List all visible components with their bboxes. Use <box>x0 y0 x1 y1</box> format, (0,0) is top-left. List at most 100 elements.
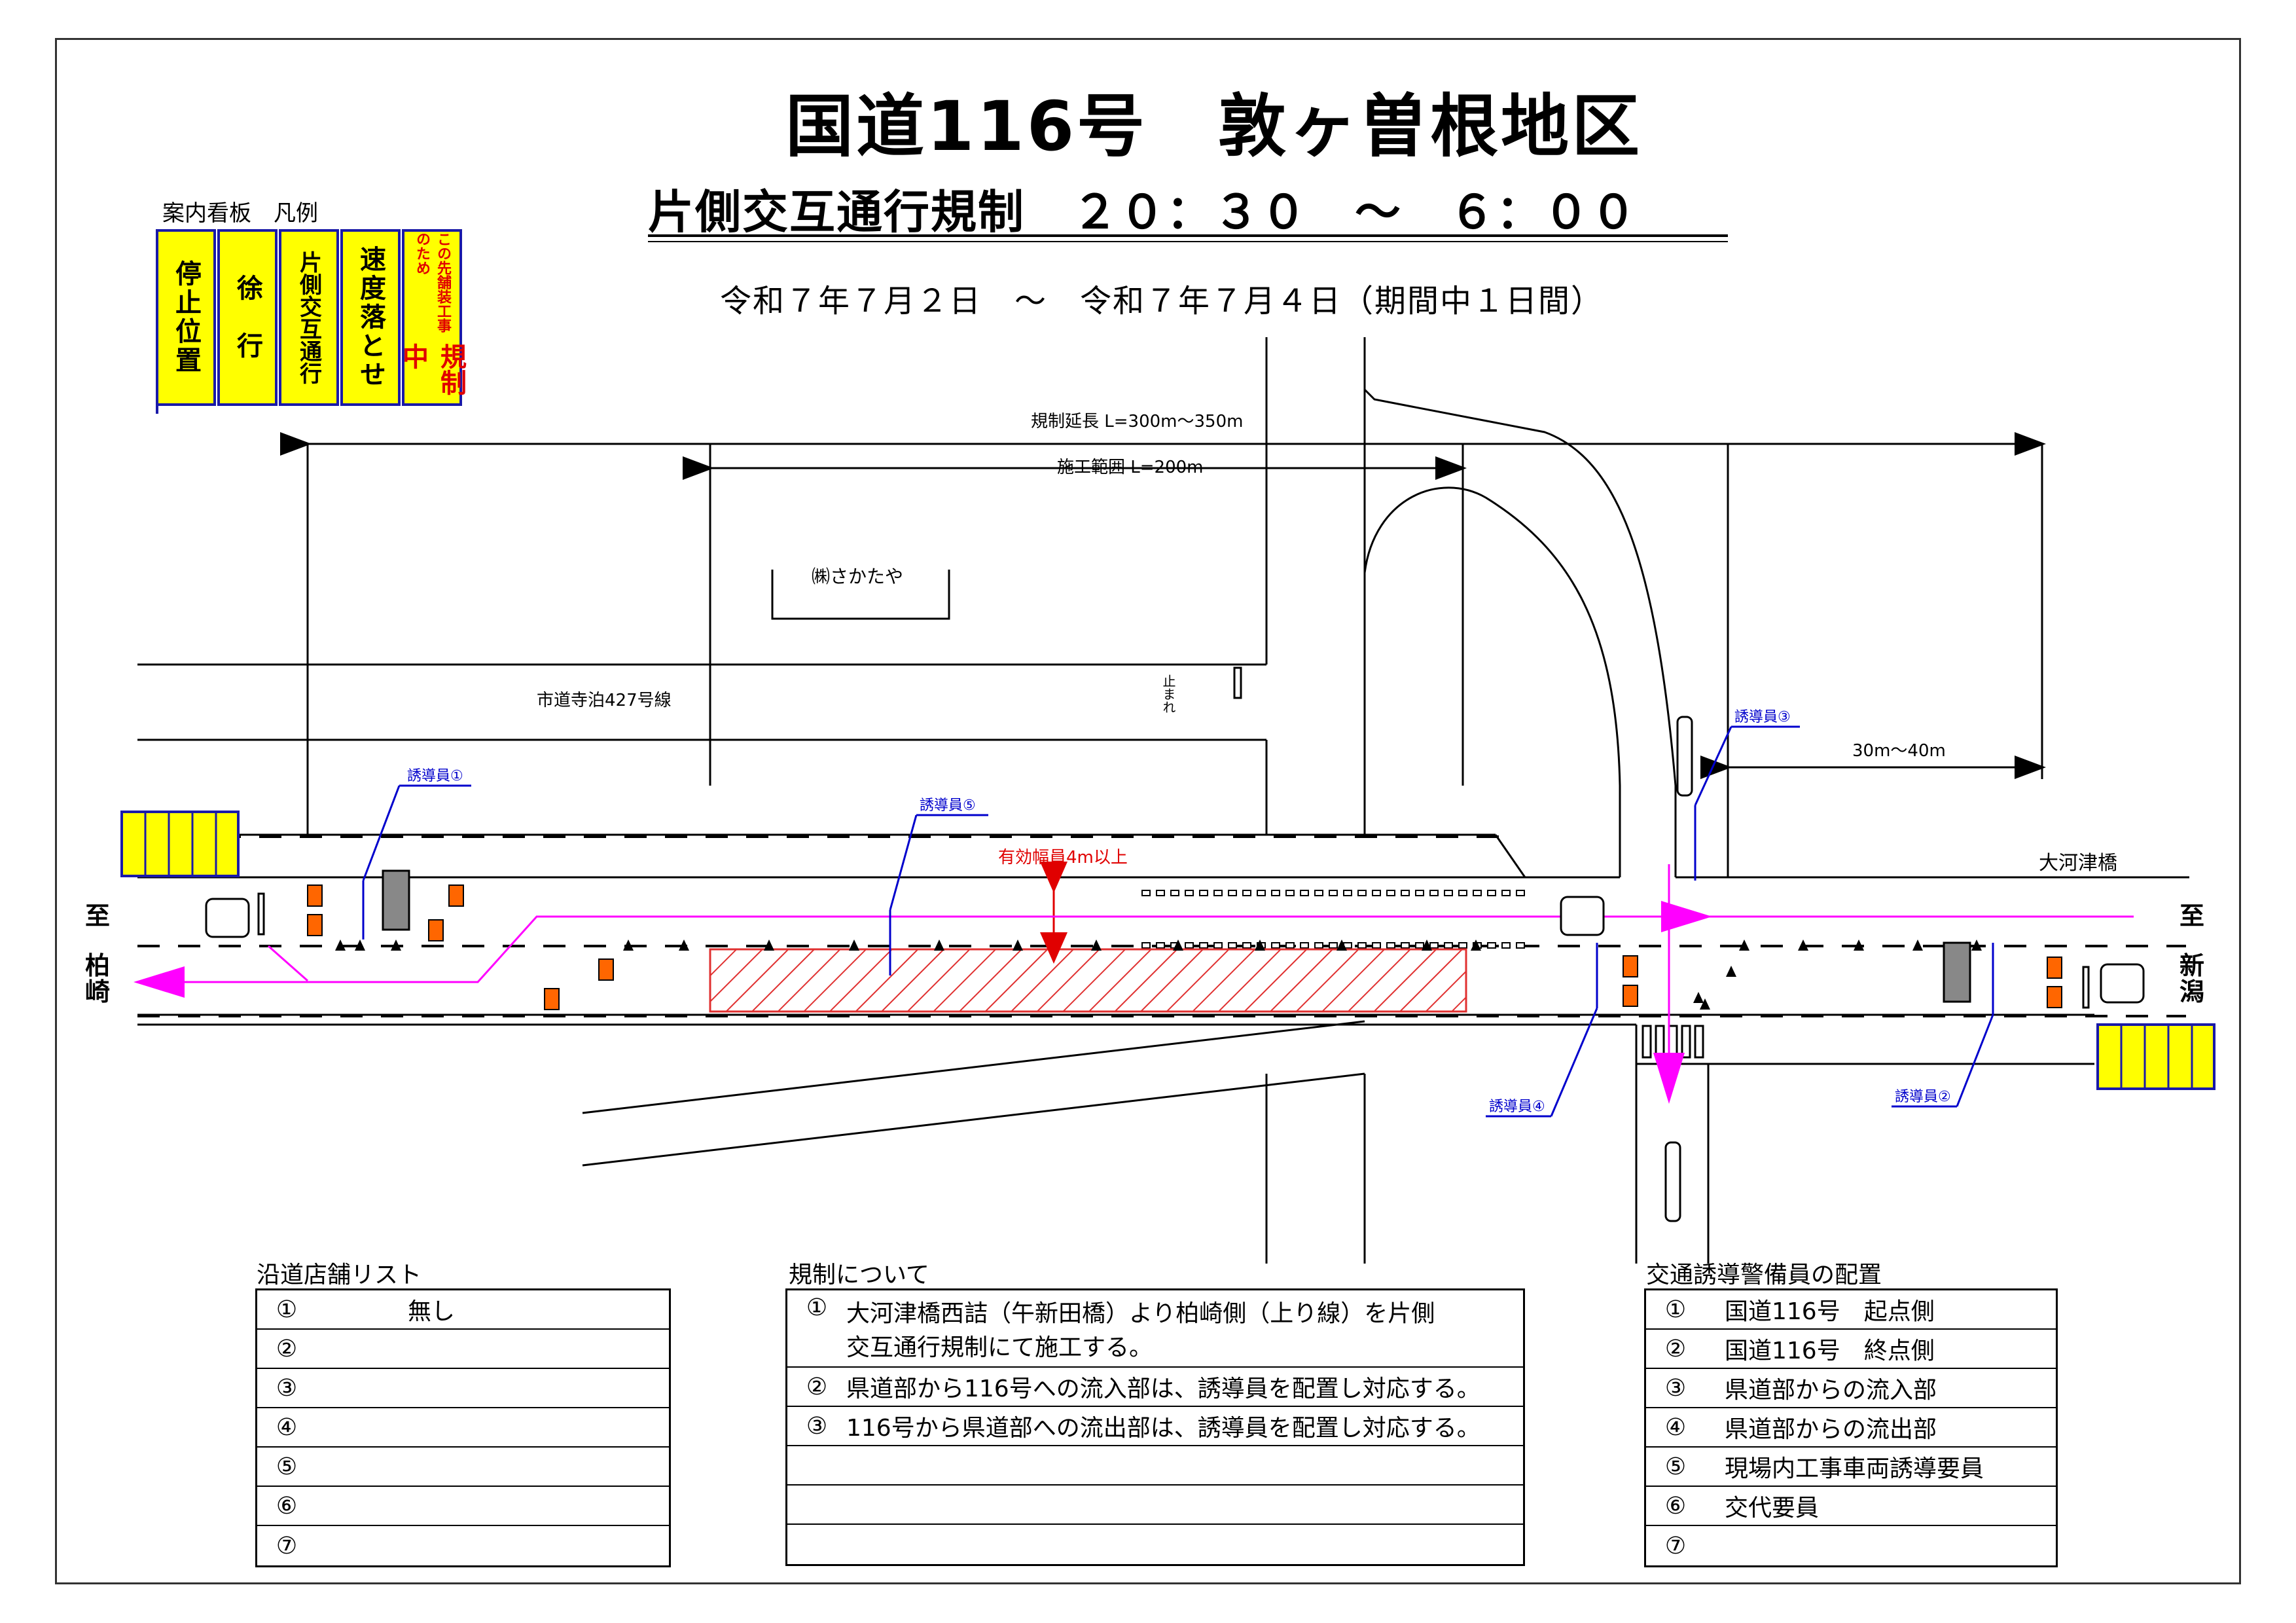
lane-marker <box>1285 890 1295 896</box>
lower-road <box>582 1020 1710 1264</box>
table-row: ⑤ <box>257 1448 669 1487</box>
sign-slow: 徐 行 <box>217 229 278 406</box>
sign-under-regulation: この先舗装工事のため規制中 <box>398 229 466 406</box>
city-road-label: 市道寺泊427号線 <box>537 691 672 710</box>
lane-marker <box>1329 942 1338 949</box>
stores-table-title: 沿道店舗リスト <box>257 1262 422 1288</box>
lane-marker <box>1228 890 1237 896</box>
sign-slow-down: 速度落とせ <box>340 229 401 406</box>
lane-marker <box>1271 890 1280 896</box>
lane-marker <box>1473 890 1482 896</box>
table-row <box>787 1525 1523 1564</box>
lane-marker <box>1429 942 1439 949</box>
stop-marking: 止まれ <box>1160 674 1176 714</box>
traffic-cones <box>335 939 1982 1010</box>
lane-marker <box>1487 942 1496 949</box>
guard-figures <box>362 725 1994 1118</box>
city-road <box>137 337 1366 835</box>
lane-marker <box>1156 890 1165 896</box>
lane-marker <box>1458 890 1467 896</box>
table-row: ⑦ <box>276 1532 298 1559</box>
guard-4-label: 誘導員④ <box>1489 1099 1545 1115</box>
table-row <box>787 1486 1523 1525</box>
effective-width-label: 有効幅員4m以上 <box>998 848 1128 867</box>
guard-3-label: 誘導員③ <box>1734 709 1791 725</box>
lane-marker <box>1386 890 1395 896</box>
lane-marker <box>1185 942 1194 949</box>
bridge-label: 大河津橋 <box>2039 852 2117 875</box>
lane-marker <box>1199 890 1208 896</box>
lane-marker <box>1401 942 1410 949</box>
lane-marker <box>1357 890 1367 896</box>
lane-marker <box>1501 890 1511 896</box>
subtitle-underline <box>648 234 1728 237</box>
lane-marker <box>1170 890 1179 896</box>
lane-marker <box>1213 890 1223 896</box>
road-sign-boards <box>120 811 2215 1090</box>
lane-marker <box>1343 890 1352 896</box>
lane-marker <box>1300 890 1309 896</box>
dest-left-1: 至 <box>85 902 110 930</box>
lane-marker <box>1501 942 1511 949</box>
lane-marker <box>1242 942 1251 949</box>
table-row: ② <box>257 1330 669 1369</box>
distance-label: 30m～40m <box>1852 741 1946 761</box>
lane-marker <box>1487 890 1496 896</box>
lane-squares <box>1141 890 1525 949</box>
sign-warning-big: 規制中 <box>398 342 466 395</box>
lane-marker <box>1415 942 1424 949</box>
legend-title: 案内看板 凡例 <box>162 200 318 227</box>
guard-2-label: 誘導員② <box>1895 1089 1951 1105</box>
lane-marker <box>1516 890 1525 896</box>
lane-marker <box>1386 942 1395 949</box>
regulation-length-dimension <box>280 432 2046 877</box>
lane-marker <box>1444 890 1453 896</box>
lane-marker <box>1444 942 1453 949</box>
sign-poles <box>156 406 466 414</box>
lane-marker <box>1357 942 1367 949</box>
sign-warning-small: この先舗装工事のため <box>414 232 451 333</box>
lane-marker <box>1228 942 1237 949</box>
dest-right-3: 潟 <box>2179 977 2204 1006</box>
vehicles <box>205 716 2145 1222</box>
subtitle-underline-thin <box>648 241 1728 242</box>
lane-marker <box>1372 942 1381 949</box>
regulation-table-title: 規制について <box>789 1262 929 1288</box>
lane-marker <box>1401 890 1410 896</box>
lane-marker <box>1329 890 1338 896</box>
drawing-frame <box>55 38 2241 1584</box>
lane-marker <box>1185 890 1194 896</box>
table-row: ④ <box>257 1408 669 1448</box>
crosswalk <box>1641 1025 1704 1059</box>
lane-marker <box>1415 890 1424 896</box>
lane-marker <box>1141 890 1151 896</box>
table-row <box>787 1446 1523 1486</box>
lane-marker <box>1213 942 1223 949</box>
regulation-hours: 片側交互通行規制 ２０：３０ ～ ６：００ <box>648 185 1638 239</box>
dest-left-2: 柏 <box>85 951 110 980</box>
lane-marker <box>1314 942 1323 949</box>
guard-1-label: 誘導員① <box>407 768 463 784</box>
table-row: ⑥ <box>257 1487 669 1526</box>
road-arrow-signs <box>307 884 2062 1010</box>
guards-table-title: 交通誘導警備員の配置 <box>1646 1262 1882 1288</box>
regulation-length-label: 規制延長 L=300m～350m <box>1031 412 1243 431</box>
sign-stop-position: 停止位置 <box>156 229 216 406</box>
lane-marker <box>1300 942 1309 949</box>
lane-marker <box>1242 890 1251 896</box>
guard-5-label: 誘導員⑤ <box>920 797 976 814</box>
lane-marker <box>1257 890 1266 896</box>
